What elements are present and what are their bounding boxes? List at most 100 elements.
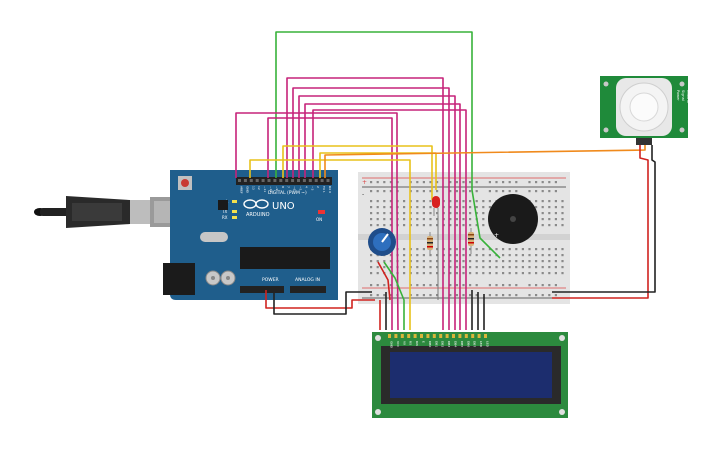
breadboard-hole — [561, 254, 564, 257]
breadboard-hole — [528, 190, 531, 193]
lcd-pin-label: VCC — [396, 341, 400, 347]
breadboard-hole — [455, 181, 458, 184]
breadboard-hole — [495, 272, 498, 275]
breadboard-hole — [548, 254, 551, 257]
breadboard-hole — [541, 266, 544, 269]
breadboard-hole — [548, 248, 551, 251]
breadboard-hole — [429, 206, 432, 209]
digital-pin-label: TX 1 — [322, 185, 326, 193]
breadboard-hole — [416, 266, 419, 269]
lcd-pin — [484, 334, 487, 338]
wire-red-pot — [377, 261, 391, 301]
breadboard-hole — [462, 294, 465, 297]
breadboard-hole — [383, 284, 386, 287]
breadboard-hole — [561, 212, 564, 215]
breadboard-hole — [488, 200, 491, 203]
breadboard-hole — [475, 181, 478, 184]
breadboard-hole — [469, 266, 472, 269]
breadboard-hole — [469, 181, 472, 184]
breadboard-hole — [370, 190, 373, 193]
breadboard-hole — [541, 294, 544, 297]
breadboard-hole — [455, 254, 458, 257]
breadboard-hole — [475, 272, 478, 275]
breadboard-hole — [548, 190, 551, 193]
breadboard-hole — [455, 190, 458, 193]
breadboard-hole — [462, 272, 465, 275]
breadboard-hole — [376, 206, 379, 209]
breadboard-hole — [541, 260, 544, 263]
breadboard-hole — [488, 254, 491, 257]
breadboard-hole — [488, 272, 491, 275]
breadboard-hole — [376, 190, 379, 193]
breadboard-hole — [422, 248, 425, 251]
digital-pin-label: 8 — [281, 186, 285, 188]
breadboard-hole — [548, 181, 551, 184]
breadboard-hole — [422, 254, 425, 257]
breadboard-hole — [389, 284, 392, 287]
breadboard-hole — [370, 212, 373, 215]
breadboard-hole — [462, 266, 465, 269]
breadboard-hole — [469, 190, 472, 193]
breadboard-hole — [482, 260, 485, 263]
breadboard-hole — [449, 248, 452, 251]
digital-pin — [320, 179, 324, 182]
digital-pin-label: 4 — [304, 186, 308, 188]
breadboard-hole — [389, 254, 392, 257]
breadboard-hole — [535, 260, 538, 263]
breadboard-hole — [416, 272, 419, 275]
breadboard-hole — [535, 181, 538, 184]
digital-pin — [249, 179, 253, 182]
breadboard-hole — [561, 266, 564, 269]
breadboard-hole — [469, 200, 472, 203]
breadboard-hole — [422, 266, 425, 269]
breadboard-hole — [482, 200, 485, 203]
breadboard-hole — [416, 200, 419, 203]
breadboard-hole — [449, 190, 452, 193]
breadboard-hole — [436, 224, 439, 227]
breadboard-hole — [482, 248, 485, 251]
usb-chip — [218, 200, 228, 210]
resistor-1 — [427, 232, 433, 256]
breadboard-hole — [436, 218, 439, 221]
breadboard-hole — [528, 260, 531, 263]
breadboard-hole — [429, 200, 432, 203]
lcd-pin-label: GND — [390, 341, 394, 349]
breadboard-hole — [508, 294, 511, 297]
breadboard-hole — [482, 218, 485, 221]
wire-yellow-1 — [249, 159, 411, 330]
breadboard-hole — [370, 260, 373, 263]
breadboard-hole — [488, 190, 491, 193]
breadboard-hole — [482, 266, 485, 269]
breadboard-hole — [455, 224, 458, 227]
breadboard-hole — [403, 218, 406, 221]
breadboard-hole — [495, 181, 498, 184]
breadboard-hole — [515, 294, 518, 297]
crystal — [200, 232, 228, 242]
breadboard-hole — [508, 266, 511, 269]
breadboard-hole — [502, 248, 505, 251]
breadboard-hole — [475, 254, 478, 257]
breadboard-hole — [462, 224, 465, 227]
digital-pin — [291, 179, 295, 182]
digital-pin — [279, 179, 283, 182]
breadboard-hole — [449, 212, 452, 215]
breadboard-hole — [376, 218, 379, 221]
breadboard-hole — [383, 266, 386, 269]
breadboard-hole — [554, 181, 557, 184]
arduino-brand-text: ARDUINO — [246, 212, 270, 218]
breadboard-hole — [429, 190, 432, 193]
breadboard-hole — [554, 272, 557, 275]
potentiometer — [368, 228, 396, 256]
breadboard-hole — [541, 212, 544, 215]
breadboard-hole — [416, 181, 419, 184]
lcd-pin-label: DB4 — [454, 341, 458, 347]
lcd-pin-label: DB2 — [441, 341, 445, 347]
breadboard-hole — [416, 218, 419, 221]
breadboard-hole — [462, 260, 465, 263]
breadboard-hole — [455, 294, 458, 297]
breadboard-hole — [469, 260, 472, 263]
rail-plus-marker: + — [362, 179, 367, 186]
breadboard-hole — [436, 260, 439, 263]
breadboard-hole — [488, 206, 491, 209]
